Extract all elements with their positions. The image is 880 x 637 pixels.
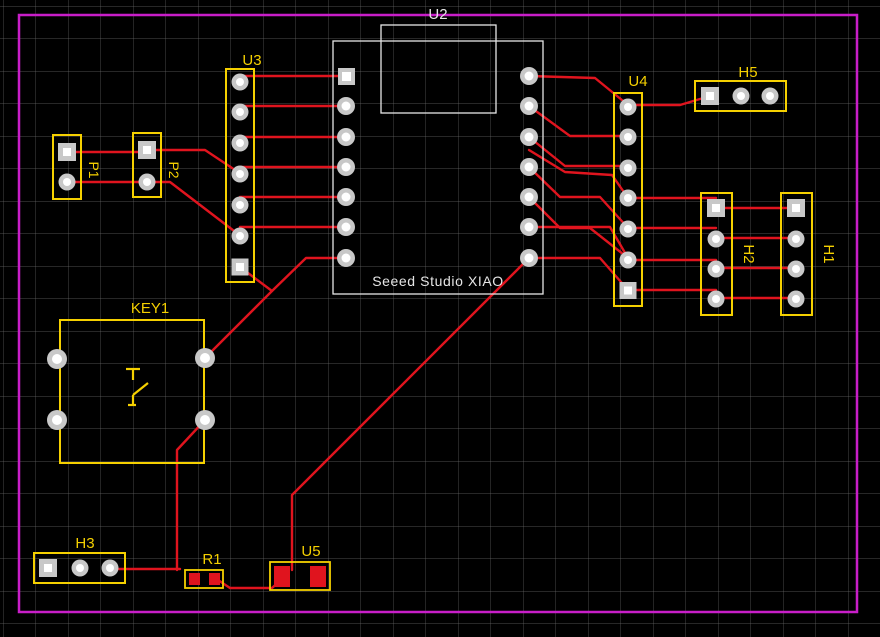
p1-designator: P1 [86, 161, 102, 178]
h2-designator: H2 [740, 244, 757, 263]
usb-connector-outline [380, 24, 497, 114]
smd-pad [274, 566, 290, 587]
trace [527, 135, 630, 168]
u2-designator: U2 [428, 6, 447, 23]
p2-pads [138, 141, 156, 191]
h3-outline [33, 552, 126, 584]
u2-body-label: Seeed Studio XIAO [372, 273, 504, 289]
key1-pads [47, 348, 215, 430]
smd-pad [310, 566, 326, 587]
u4-pads [619, 98, 637, 299]
header-h2[interactable]: H2 [700, 192, 757, 316]
component-u5[interactable]: U5 [269, 543, 331, 591]
p2-designator: P2 [166, 161, 182, 178]
trace [203, 289, 274, 360]
trace [238, 256, 348, 293]
key1-designator: KEY1 [131, 300, 169, 317]
header-p1[interactable]: P1 [52, 134, 102, 200]
h5-pads [701, 87, 779, 105]
u3-pads [231, 73, 249, 276]
trace [626, 94, 712, 107]
header-u4[interactable]: U4 [613, 73, 648, 307]
u5-outline [269, 561, 331, 591]
h3-designator: H3 [75, 535, 94, 552]
u2-left-pads [337, 97, 355, 267]
header-h5[interactable]: H5 [694, 64, 787, 112]
header-h1[interactable]: H1 [780, 192, 837, 316]
resistor-r1[interactable]: R1 [184, 551, 224, 589]
pushbutton-switch-icon [126, 367, 149, 407]
u3-outline [225, 68, 255, 283]
header-h3[interactable]: H3 [33, 535, 126, 584]
u5-designator: U5 [301, 543, 320, 560]
u2-right-pads [520, 67, 538, 267]
switch-key1[interactable]: KEY1 [47, 300, 215, 464]
trace [290, 256, 531, 572]
drill [342, 72, 351, 81]
trace [527, 148, 630, 200]
trace [527, 256, 630, 292]
trace [527, 74, 630, 107]
p1-pads [58, 143, 76, 191]
h1-outline [780, 192, 813, 316]
u2-outline [332, 40, 544, 295]
r1-designator: R1 [202, 551, 221, 568]
trace [527, 225, 630, 260]
header-p2[interactable]: P2 [132, 132, 182, 198]
h3-pads [39, 559, 119, 577]
u4-designator: U4 [628, 73, 647, 90]
u4-outline [613, 92, 643, 307]
h1-designator: H1 [820, 244, 837, 263]
p2-outline [132, 132, 162, 198]
smd-pad [209, 573, 220, 585]
u3-designator: U3 [242, 52, 261, 69]
h2-pads [707, 199, 725, 308]
r1-outline [184, 569, 224, 589]
smd-pad [189, 573, 200, 585]
h5-outline [694, 80, 787, 112]
h2-outline [700, 192, 733, 316]
module-u2[interactable]: U2 Seeed Studio XIAO [332, 6, 544, 295]
key1-outline [59, 319, 205, 464]
board-outline [17, 13, 859, 614]
p1-outline [52, 134, 82, 200]
header-u3[interactable]: U3 [225, 52, 262, 283]
h5-designator: H5 [738, 64, 757, 81]
h1-pads [787, 199, 805, 308]
trace [175, 418, 207, 572]
